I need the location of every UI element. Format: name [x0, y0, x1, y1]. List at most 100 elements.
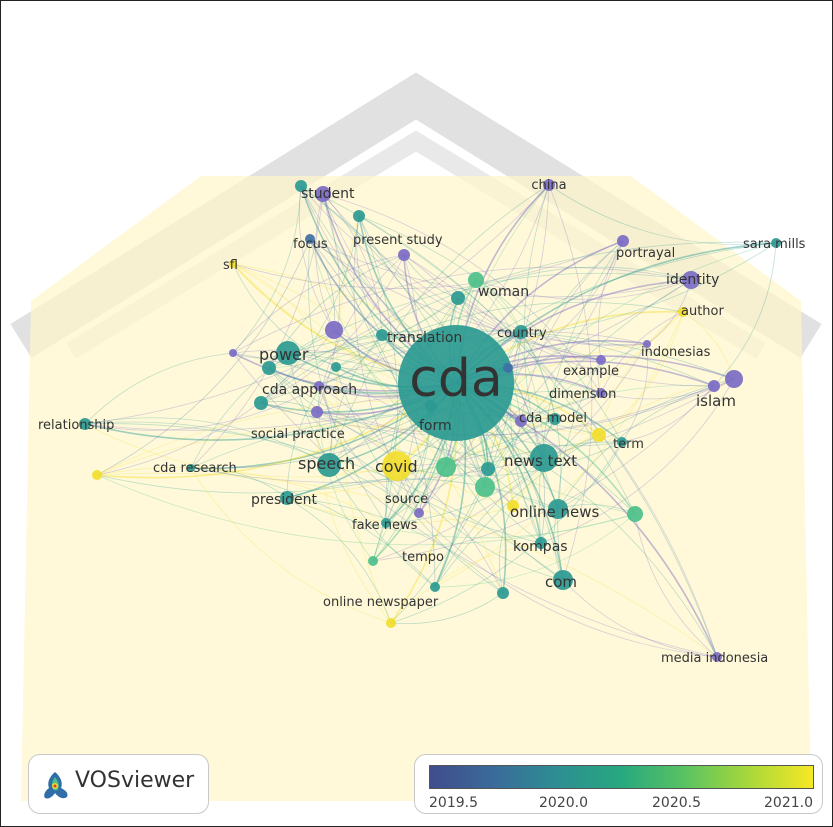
network-node[interactable]: [79, 418, 91, 430]
node-label[interactable]: identity: [666, 272, 719, 288]
network-node[interactable]: [314, 381, 324, 391]
node-label[interactable]: com: [545, 573, 577, 591]
node-label[interactable]: media indonesia: [661, 651, 768, 666]
network-node[interactable]: [254, 396, 268, 410]
network-node[interactable]: [381, 518, 391, 528]
network-node[interactable]: [295, 180, 307, 192]
network-node[interactable]: [280, 491, 294, 505]
network-node[interactable]: [353, 210, 365, 222]
network-node[interactable]: [398, 249, 410, 261]
node-label[interactable]: news text: [504, 452, 577, 470]
network-node[interactable]: [311, 406, 323, 418]
network-node[interactable]: [514, 325, 528, 339]
network-node[interactable]: [325, 321, 343, 339]
network-node[interactable]: [305, 234, 315, 244]
network-node[interactable]: [530, 444, 558, 472]
network-node[interactable]: [425, 400, 437, 412]
node-label[interactable]: focus: [293, 237, 328, 252]
node-label[interactable]: translation: [387, 330, 462, 346]
node-label[interactable]: speech: [298, 454, 355, 473]
network-node[interactable]: [475, 477, 495, 497]
node-label[interactable]: covid: [375, 457, 418, 476]
node-label[interactable]: student: [301, 186, 355, 202]
network-node[interactable]: [543, 179, 555, 191]
network-node[interactable]: [315, 186, 331, 202]
network-node[interactable]: [515, 415, 527, 427]
node-label[interactable]: sara mills: [743, 237, 806, 252]
node-label[interactable]: cda model: [519, 411, 587, 426]
network-node[interactable]: [617, 437, 627, 447]
node-label[interactable]: cda approach: [262, 382, 357, 398]
network-node[interactable]: [451, 291, 465, 305]
node-label[interactable]: present study: [353, 233, 443, 248]
network-node[interactable]: [497, 587, 509, 599]
network-node[interactable]: [229, 349, 237, 357]
node-label[interactable]: president: [251, 492, 318, 508]
network-node[interactable]: [535, 537, 547, 549]
network-node[interactable]: [596, 355, 606, 365]
node-label[interactable]: online news: [510, 503, 600, 521]
node-label[interactable]: cda research: [153, 461, 237, 476]
network-node[interactable]: [548, 499, 568, 519]
network-node[interactable]: [317, 453, 341, 477]
node-label[interactable]: cda: [409, 349, 502, 409]
node-label[interactable]: islam: [696, 392, 736, 410]
node-label[interactable]: online newspaper: [323, 595, 439, 610]
network-node[interactable]: [92, 470, 102, 480]
node-label[interactable]: social practice: [251, 427, 345, 442]
network-node[interactable]: [386, 618, 396, 628]
network-node[interactable]: [331, 362, 341, 372]
node-label[interactable]: form: [419, 418, 452, 434]
network-node[interactable]: [678, 307, 688, 317]
network-node[interactable]: [276, 341, 300, 365]
node-label[interactable]: indonesias: [641, 345, 711, 360]
network-node[interactable]: [503, 363, 513, 373]
network-node[interactable]: [725, 370, 743, 388]
network-node[interactable]: [398, 325, 514, 441]
network-node[interactable]: [596, 388, 606, 398]
node-label[interactable]: kompas: [513, 539, 568, 555]
network-node[interactable]: [368, 556, 378, 566]
network-node[interactable]: [643, 340, 651, 348]
node-label[interactable]: woman: [478, 284, 529, 300]
network-node[interactable]: [708, 380, 720, 392]
node-label[interactable]: sfl: [223, 258, 238, 273]
node-label[interactable]: country: [497, 326, 547, 341]
network-node[interactable]: [617, 235, 629, 247]
network-node[interactable]: [468, 272, 484, 288]
network-node[interactable]: [712, 652, 722, 662]
node-label[interactable]: power: [259, 345, 309, 364]
network-node[interactable]: [376, 329, 388, 341]
node-label[interactable]: china: [531, 178, 566, 193]
network-node[interactable]: [771, 238, 781, 248]
node-label[interactable]: author: [681, 304, 724, 319]
network-link: [372, 466, 447, 562]
node-label[interactable]: source: [385, 492, 428, 507]
network-node[interactable]: [553, 570, 573, 590]
network-node[interactable]: [187, 464, 195, 472]
node-label[interactable]: relationship: [38, 418, 114, 433]
network-node[interactable]: [682, 271, 700, 289]
node-label[interactable]: fake news: [352, 518, 418, 533]
network-node[interactable]: [430, 582, 440, 592]
network-link: [84, 417, 330, 466]
network-node[interactable]: [627, 506, 643, 522]
network-link: [316, 411, 392, 624]
node-label[interactable]: tempo: [402, 550, 444, 565]
network-node[interactable]: [549, 413, 561, 425]
node-label[interactable]: dimension: [549, 387, 616, 402]
network-node[interactable]: [436, 457, 456, 477]
network-node[interactable]: [481, 462, 495, 476]
node-label[interactable]: portrayal: [616, 246, 675, 261]
node-label[interactable]: example: [563, 364, 619, 379]
node-label[interactable]: term: [613, 437, 644, 452]
network-link: [358, 215, 718, 658]
network-node[interactable]: [262, 361, 276, 375]
network-node[interactable]: [507, 500, 519, 512]
network-node[interactable]: [592, 428, 606, 442]
network-link: [621, 385, 715, 443]
network-node[interactable]: [229, 260, 237, 268]
network-node[interactable]: [414, 508, 424, 518]
network-link: [598, 311, 684, 436]
network-node[interactable]: [382, 451, 412, 481]
